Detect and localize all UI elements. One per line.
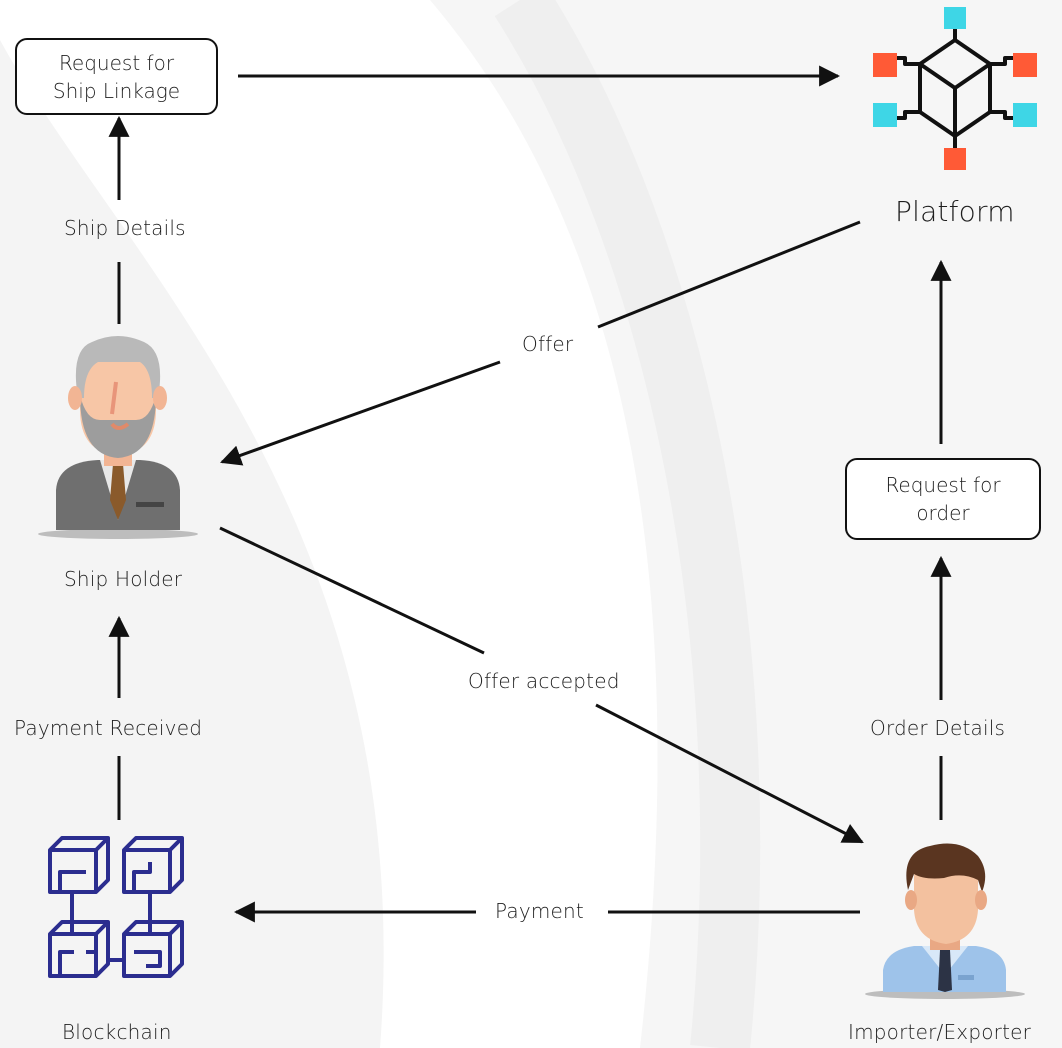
blockchain-label: Blockchain <box>62 1020 172 1044</box>
platform-label: Platform <box>895 195 1015 228</box>
importer-exporter-label: Importer/Exporter <box>848 1020 1032 1044</box>
order-details-label: Order Details <box>870 716 1006 740</box>
ship-holder-label: Ship Holder <box>64 567 183 591</box>
blockchain-cubes-icon <box>48 836 184 978</box>
payment-label: Payment <box>495 899 584 923</box>
arrow-offer-accepted-lower <box>595 703 864 844</box>
arrow-offer-accepted-upper <box>219 526 485 655</box>
ship-details-label: Ship Details <box>64 216 186 240</box>
person-avatar-icon <box>865 843 1025 999</box>
arrow-offer-upper <box>597 220 861 329</box>
offer-accepted-label: Offer accepted <box>468 669 620 693</box>
request-order-box: Request for order <box>845 458 1041 540</box>
offer-label: Offer <box>522 332 574 356</box>
request-order-line2: order <box>916 501 970 525</box>
request-ship-linkage-line1: Request for <box>58 50 175 75</box>
request-ship-linkage-line2: Ship Linkage <box>52 78 181 103</box>
request-order-line1: Request for <box>885 473 1001 497</box>
businessman-avatar-icon <box>38 336 198 539</box>
payment-received-label: Payment Received <box>14 716 203 740</box>
arrow-offer-lower <box>220 360 501 466</box>
request-ship-linkage-box: Request for Ship Linkage <box>15 38 218 115</box>
network-cube-icon <box>873 7 1037 170</box>
